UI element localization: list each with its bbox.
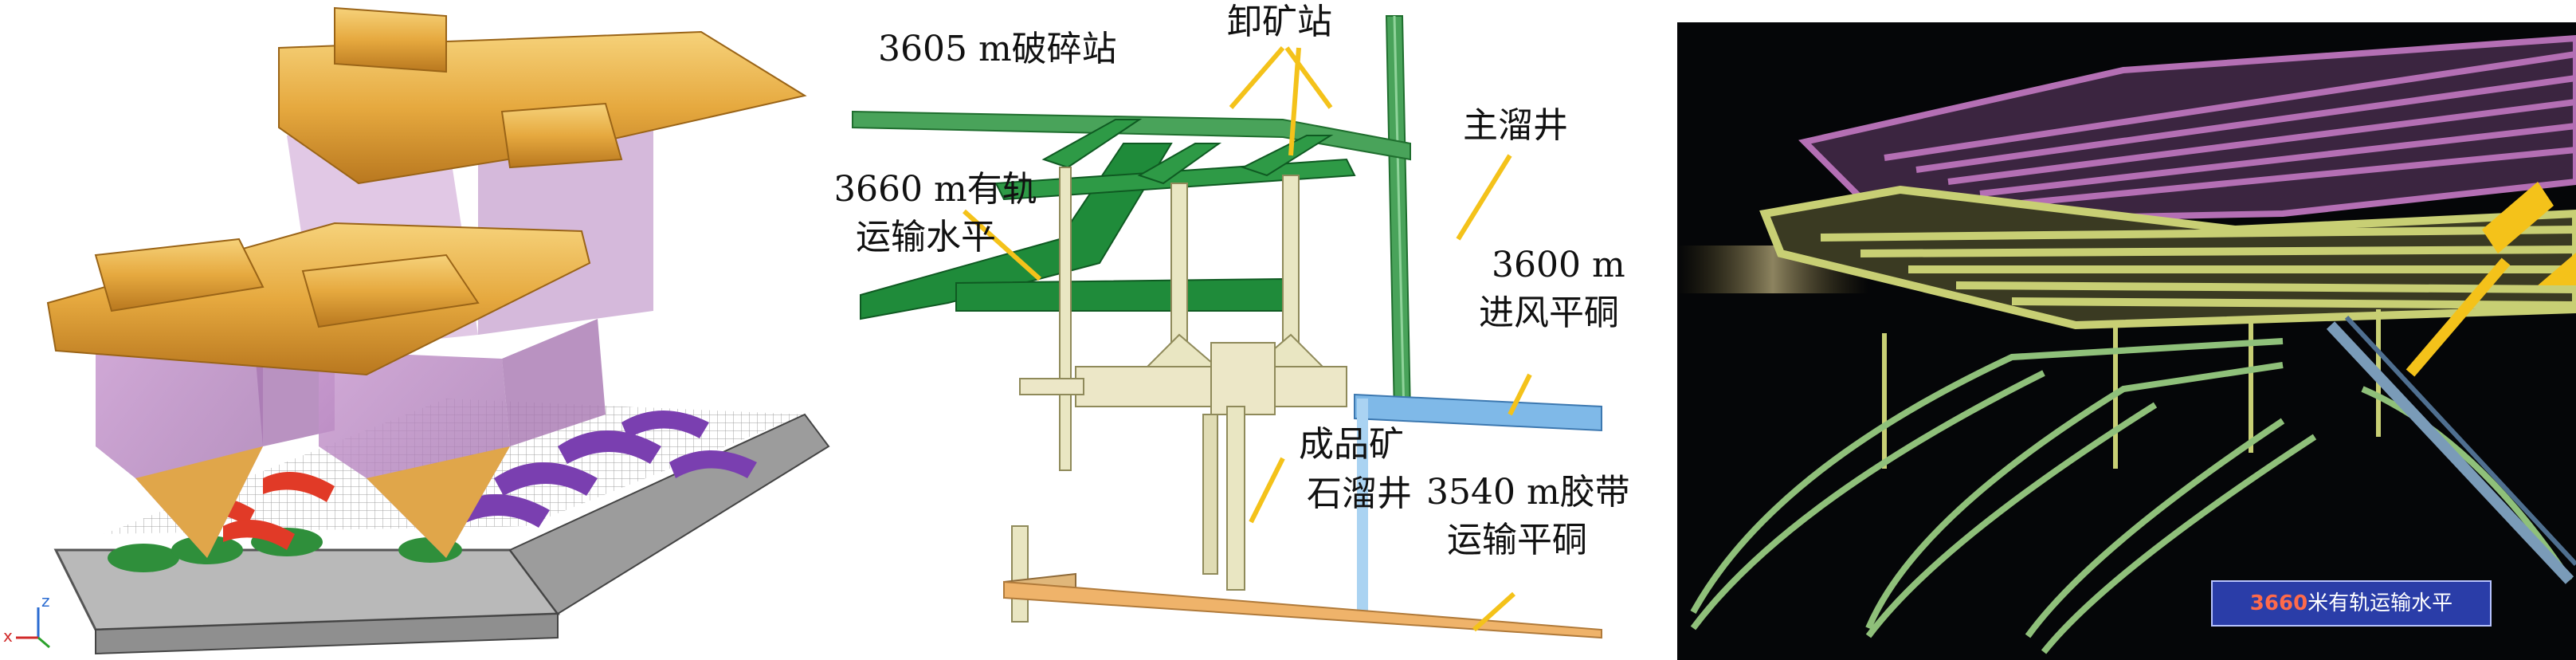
intake-adit-3600 [1354, 393, 1602, 614]
label-intake-adit-line1: 3600 m [1492, 245, 1625, 285]
rail-level-yellowgreen [1759, 185, 2576, 330]
legend-level-text: 米有轨运输水平 [2307, 591, 2453, 615]
yellow-arrow [2405, 182, 2576, 377]
crusher-chamber [1019, 342, 1347, 415]
label-intake-adit-line2: 进风平硐 [1479, 293, 1619, 333]
label-main-orepass: 主溜井 [1463, 105, 1568, 146]
rail-haulage-render-panel: 3660米有轨运输水平 [1677, 22, 2576, 660]
belt-adit-3540 [1003, 580, 1602, 639]
inclined-shaft-steelblue [2326, 315, 2576, 584]
stope-3d-model [16, 6, 830, 655]
axis-x-label: x [3, 627, 13, 646]
haulage-system-schematic-panel: 3605 m破碎站 卸矿站 主溜井 3660 m有轨 运输水平 3600 m 进… [837, 0, 1673, 660]
orebody-upper [278, 6, 807, 185]
leader-lines [962, 46, 1532, 632]
label-belt-adit-line2: 运输平硐 [1447, 520, 1587, 560]
lower-haulage-loops-green [1690, 338, 2573, 654]
level-legend-label: 3660米有轨运输水平 [2211, 580, 2492, 627]
haulage-system-schematic [852, 15, 1602, 639]
rail-haulage-level [860, 119, 1356, 320]
drawpoints-purple [446, 411, 757, 528]
label-rail-haulage-line2: 运输水平 [856, 217, 996, 257]
label-rail-haulage-line1: 3660 m有轨 [837, 169, 1037, 210]
label-product-orepass-line2: 石溜井 [1307, 473, 1412, 514]
orebody-lower [46, 222, 591, 376]
axis-z-label: z [41, 591, 50, 611]
stope-3d-model-panel: z x [0, 0, 837, 660]
label-belt-adit-line1: 3540 m胶带 [1426, 472, 1630, 513]
label-crusher-station: 3605 m破碎站 [878, 29, 1117, 69]
legend-level-number: 3660 [2249, 591, 2308, 615]
axis-triad [16, 607, 50, 649]
label-unloading-station: 卸矿站 [1227, 2, 1332, 42]
rail-haulage-render [1677, 34, 2576, 654]
crusher-station-drift [852, 110, 1411, 161]
main-orepass-shaft [1385, 15, 1412, 415]
label-product-orepass-line1: 成品矿 [1299, 424, 1404, 465]
